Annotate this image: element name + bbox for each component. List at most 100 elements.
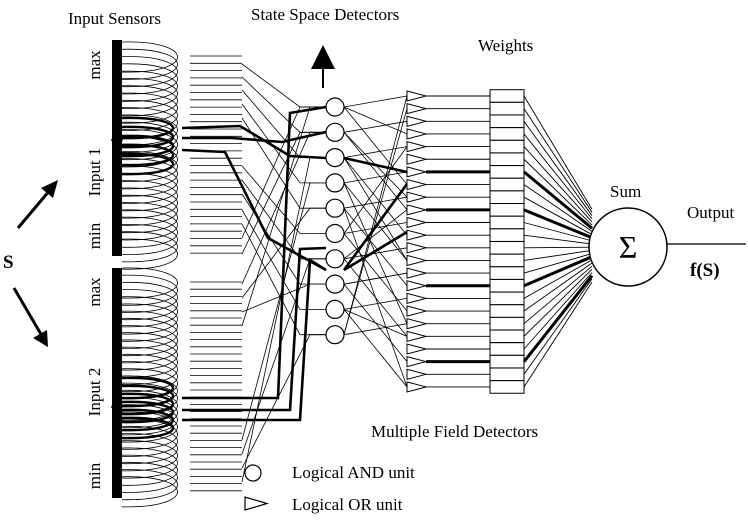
and-to-or-wire (343, 106, 408, 185)
weight-cell (489, 304, 525, 318)
weight-cell (489, 342, 525, 356)
weight-to-sum-line (523, 196, 593, 235)
and-unit-legend-label: Logical AND unit (292, 463, 415, 482)
and-unit (325, 173, 345, 193)
weight-cell (489, 354, 525, 369)
weight-cell (489, 165, 525, 179)
active-signal-wire (181, 148, 327, 272)
and-to-or-wire (343, 207, 408, 287)
sensor-to-and-wire (241, 258, 326, 455)
or-unit (406, 178, 428, 191)
output-label: Output (687, 203, 735, 222)
input-2-field-loop (121, 274, 178, 306)
input-2-field-loop (121, 476, 178, 508)
weight-to-sum-line (523, 265, 593, 325)
input-1-min-label: min (85, 222, 104, 249)
weight-cell (489, 329, 525, 344)
input-2-active-field (121, 376, 174, 400)
or-unit (406, 381, 428, 393)
input-2-active-field (121, 384, 174, 408)
input-2-active-field (121, 408, 174, 432)
or-unit (406, 204, 428, 216)
weight-cell (489, 316, 525, 331)
input-2-field-loop (121, 281, 178, 313)
and-to-or-wire (343, 95, 408, 108)
sensor-to-and-wire (241, 89, 326, 158)
and-to-or-wire (343, 157, 408, 261)
or-unit (406, 153, 428, 165)
input-2-field-loop (121, 469, 178, 501)
weights-column (426, 89, 594, 394)
input-2-field-loop (121, 461, 178, 493)
or-unit (406, 242, 428, 254)
or-unit (406, 280, 428, 292)
input-1-field-loop (121, 238, 178, 270)
and-unit (325, 122, 345, 142)
input-2-field-loop (121, 339, 178, 371)
sensor-to-and-wire (241, 106, 326, 239)
or-unit-legend-label: Logical OR unit (292, 495, 403, 514)
active-weight-sum-line (523, 208, 593, 240)
input-1-field-loop (121, 202, 178, 234)
and-to-or-wire (343, 108, 408, 335)
active-signal-wire (182, 130, 327, 144)
sensor-to-and-wire (241, 165, 326, 234)
state-space-detectors-label: State Space Detectors (251, 5, 399, 24)
weight-cell (489, 89, 525, 103)
active-weight-sum-line (523, 170, 593, 230)
weight-cell (489, 278, 525, 293)
weight-to-sum-line (523, 272, 593, 350)
or-unit (406, 343, 428, 355)
input-2-field-loop (121, 289, 178, 321)
input-2-bar (112, 268, 122, 498)
input-2-field-loop (121, 440, 178, 472)
weight-to-sum-line (523, 222, 593, 242)
sensor-to-and-wire (241, 334, 326, 469)
and-to-or-wire (343, 106, 408, 135)
or-unit (406, 318, 428, 330)
input-2-min-label: min (85, 462, 104, 489)
and-to-or-wire (343, 309, 408, 388)
or-unit (406, 166, 428, 178)
active-signal-wire (182, 257, 327, 422)
input-1-field-loop (121, 63, 178, 95)
input-sensors-label: Input Sensors (68, 9, 161, 28)
and-to-or-wire (343, 171, 408, 184)
and-to-or-wire (343, 157, 408, 236)
sensor-to-and-wire (241, 117, 326, 209)
input-1-field-loop (121, 151, 178, 182)
input-2-field-loop (121, 332, 178, 364)
weight-cell (489, 228, 525, 242)
weight-to-sum-line (523, 133, 593, 220)
weight-to-sum-line (523, 278, 593, 375)
weight-to-sum-line (523, 95, 593, 210)
and-unit (325, 97, 345, 117)
input-1-active-field (121, 125, 174, 149)
input-2-active-field (121, 416, 174, 440)
input-1-field-loop (121, 129, 178, 161)
input-1-field-loop (121, 224, 178, 255)
input-1-field-loop (121, 216, 178, 248)
s-arrow-down (12, 287, 44, 337)
weight-cell (489, 241, 525, 255)
weight-cell (489, 215, 525, 230)
weight-to-sum-line (523, 249, 593, 261)
weight-to-sum-line (523, 281, 593, 388)
input-1-field-loop (121, 165, 178, 197)
and-units (325, 97, 345, 345)
active-weight-sum-line (523, 255, 593, 288)
input-2-max-label: max (85, 277, 104, 307)
and-to-or-wire (343, 298, 408, 310)
or-unit (406, 191, 428, 203)
input-1-field-loop (121, 187, 178, 219)
sum-label: Sum (610, 182, 641, 201)
or-unit (406, 330, 428, 342)
input-1-active-field (121, 152, 174, 176)
input-1-field-loop (121, 48, 178, 80)
weight-to-sum-line (523, 246, 593, 249)
s-arrow-up-head (41, 180, 58, 198)
weight-to-sum-line (523, 146, 593, 223)
or-unit (406, 103, 428, 115)
input-1-field-loop (121, 209, 178, 241)
